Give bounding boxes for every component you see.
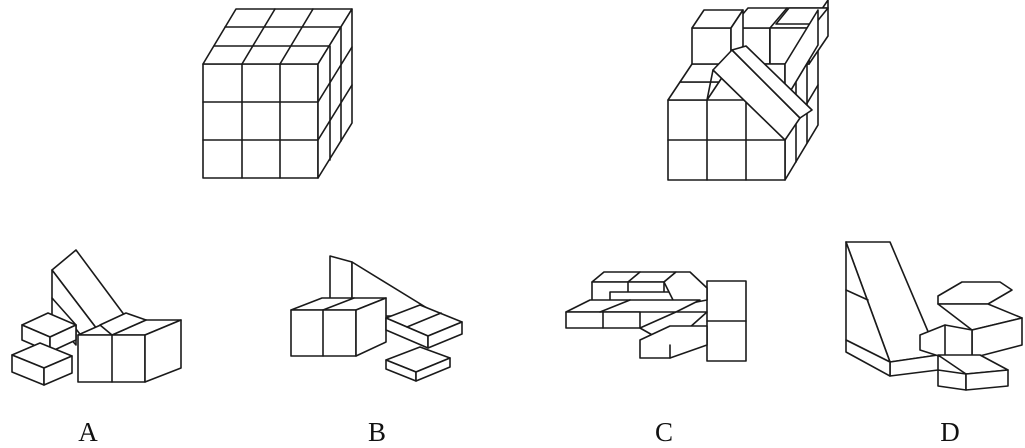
option-c-figure bbox=[565, 271, 747, 362]
option-a-figure bbox=[11, 249, 182, 386]
option-b-figure bbox=[290, 255, 463, 382]
partial-cube-figure bbox=[667, 0, 829, 181]
option-a-label: A bbox=[78, 417, 98, 447]
option-d-label: D bbox=[940, 417, 960, 447]
full-cube-figure bbox=[202, 8, 353, 179]
option-d-figure bbox=[845, 241, 1023, 391]
option-c-label: C bbox=[655, 417, 673, 447]
option-b-label: B bbox=[368, 417, 386, 447]
